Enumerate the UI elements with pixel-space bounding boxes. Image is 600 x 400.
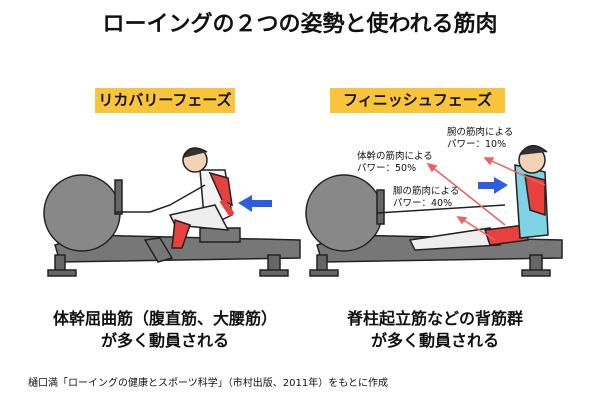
blue-arrow-right-icon — [478, 177, 508, 194]
blue-arrow-left-icon — [238, 195, 272, 212]
recovery-description: 体幹屈曲筋（腹直筋、大腰筋）が多く動員される — [52, 309, 277, 350]
arm-power-label: 腕の筋肉によるパワー：10% — [447, 127, 514, 150]
source-citation: 樋口満「ローイングの健康とスポーツ科学」（市村出版、2011年）をもとに作成 — [28, 378, 389, 389]
trunk-power-label: 体幹の筋肉によるパワー：50% — [357, 151, 433, 174]
recovery-phase-label: リカバリーフェーズ — [95, 88, 235, 113]
finish-phase-label: フィニッシュフェーズ — [330, 88, 505, 113]
recovery-rowing-machine — [43, 174, 301, 277]
leg-power-label: 脚の筋肉によるパワー：40% — [393, 186, 460, 209]
page-title: ローイングの２つの姿勢と使われる筋肉 — [102, 12, 498, 37]
finish-description: 脊柱起立筋などの背筋群が多く動員される — [346, 309, 523, 350]
recovery-rower — [115, 147, 235, 249]
power-arrows — [426, 157, 546, 241]
